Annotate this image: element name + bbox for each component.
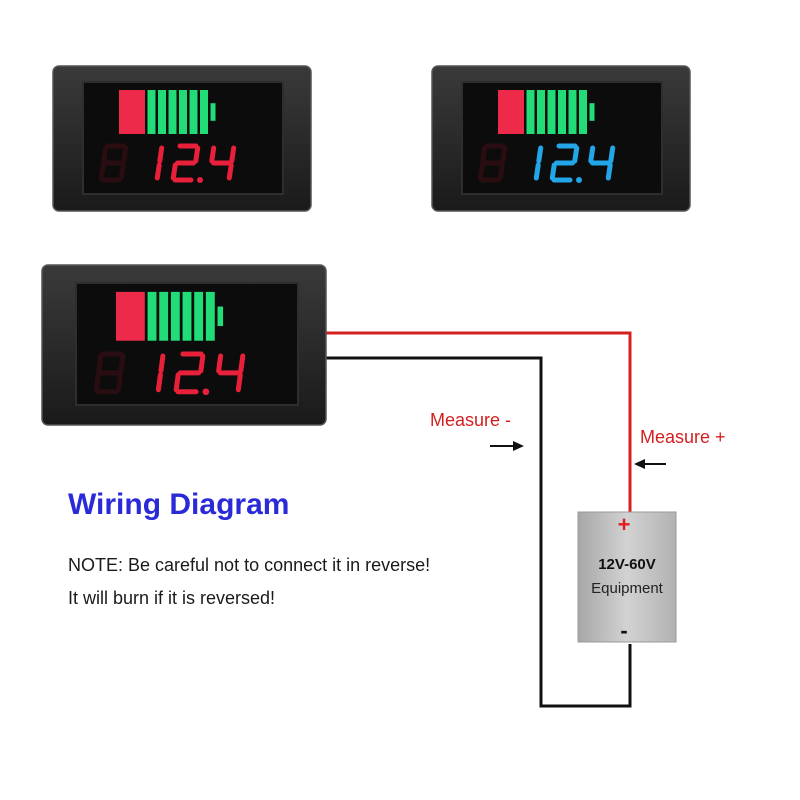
digit-segment <box>229 145 237 164</box>
digit-placeholder-segment <box>98 162 106 181</box>
digit-segment <box>605 162 613 181</box>
digit-segment <box>216 353 224 374</box>
voltmeter-1 <box>52 65 312 212</box>
voltage-readout <box>98 143 237 183</box>
equipment-box <box>577 511 677 643</box>
digit-placeholder-segment <box>121 145 129 164</box>
measure-minus-label: Measure - <box>430 410 512 430</box>
digit-segment <box>173 372 181 393</box>
diagram-title: Wiring Diagram <box>68 488 290 521</box>
negative-wire <box>326 356 632 708</box>
digit-segment <box>533 162 541 181</box>
battery-bar-green <box>194 291 204 341</box>
digit-segment <box>608 145 616 164</box>
digit-segment <box>235 372 243 393</box>
battery-bar-green <box>179 90 187 134</box>
digit-segment <box>549 162 557 181</box>
battery-bar-green <box>205 291 215 341</box>
battery-bar-green <box>579 90 587 134</box>
battery-bar-green <box>526 90 535 134</box>
battery-bar-green <box>537 90 545 134</box>
decimal-point <box>197 177 203 183</box>
equipment-plus-terminal: + <box>617 512 631 537</box>
decimal-point <box>202 388 210 396</box>
digit-segment <box>170 162 178 181</box>
battery-bar-green <box>159 291 169 341</box>
voltage-readout <box>93 351 246 396</box>
decimal-point <box>576 177 582 183</box>
battery-bar-red <box>119 90 145 134</box>
digit-placeholder-segment <box>118 162 126 181</box>
equipment-name: Equipment <box>591 580 663 597</box>
digit-placeholder-segment <box>497 162 505 181</box>
digit-segment <box>154 162 162 181</box>
voltmeter-3 <box>41 264 327 426</box>
battery-bar-green <box>568 90 577 134</box>
digit-segment <box>157 145 165 164</box>
digit-placeholder-segment <box>93 372 101 393</box>
digit-segment <box>198 353 206 374</box>
digit-placeholder-segment <box>480 145 488 164</box>
battery-bar-green <box>158 90 166 134</box>
battery-bar-green <box>547 90 556 134</box>
voltmeter-2 <box>431 65 691 212</box>
digit-segment <box>238 353 246 374</box>
battery-level-indicator <box>498 90 595 134</box>
battery-tip <box>217 306 224 327</box>
battery-bar-green <box>189 90 198 134</box>
arrow-measure-minus <box>490 441 524 451</box>
positive-wire <box>326 331 632 512</box>
digit-placeholder-segment <box>477 162 485 181</box>
battery-bar-green <box>147 90 156 134</box>
digit-segment <box>588 145 596 164</box>
battery-bar-green <box>147 291 157 341</box>
digit-placeholder-segment <box>96 353 104 374</box>
battery-bar-green <box>168 90 177 134</box>
battery-bar-green <box>200 90 208 134</box>
digit-segment <box>155 372 163 393</box>
digit-segment <box>158 353 166 374</box>
digit-segment <box>193 145 201 164</box>
note-line-1: NOTE: Be careful not to connect it in re… <box>68 555 431 575</box>
battery-level-indicator <box>115 291 224 341</box>
digit-placeholder-segment <box>118 353 126 374</box>
digit-placeholder-segment <box>115 372 123 393</box>
battery-bar-green <box>558 90 566 134</box>
digit-segment <box>572 145 580 164</box>
battery-bar-green <box>170 291 180 341</box>
equipment-minus-terminal: - <box>620 618 628 643</box>
equipment-voltage: 12V-60V <box>598 556 656 573</box>
arrow-measure-plus <box>634 459 666 469</box>
battery-tip <box>589 103 595 121</box>
digit-placeholder-segment <box>500 145 508 164</box>
measure-plus-label: Measure + <box>640 427 726 447</box>
battery-level-indicator <box>119 90 216 134</box>
battery-bar-red <box>115 291 145 341</box>
digit-placeholder-segment <box>101 145 109 164</box>
digit-segment <box>209 145 217 164</box>
battery-bar-red <box>498 90 524 134</box>
digit-segment <box>536 145 544 164</box>
battery-tip <box>210 103 216 121</box>
note-line-2: It will burn if it is reversed! <box>68 588 276 608</box>
voltage-readout <box>477 143 616 183</box>
digit-segment <box>226 162 234 181</box>
battery-bar-green <box>182 291 192 341</box>
